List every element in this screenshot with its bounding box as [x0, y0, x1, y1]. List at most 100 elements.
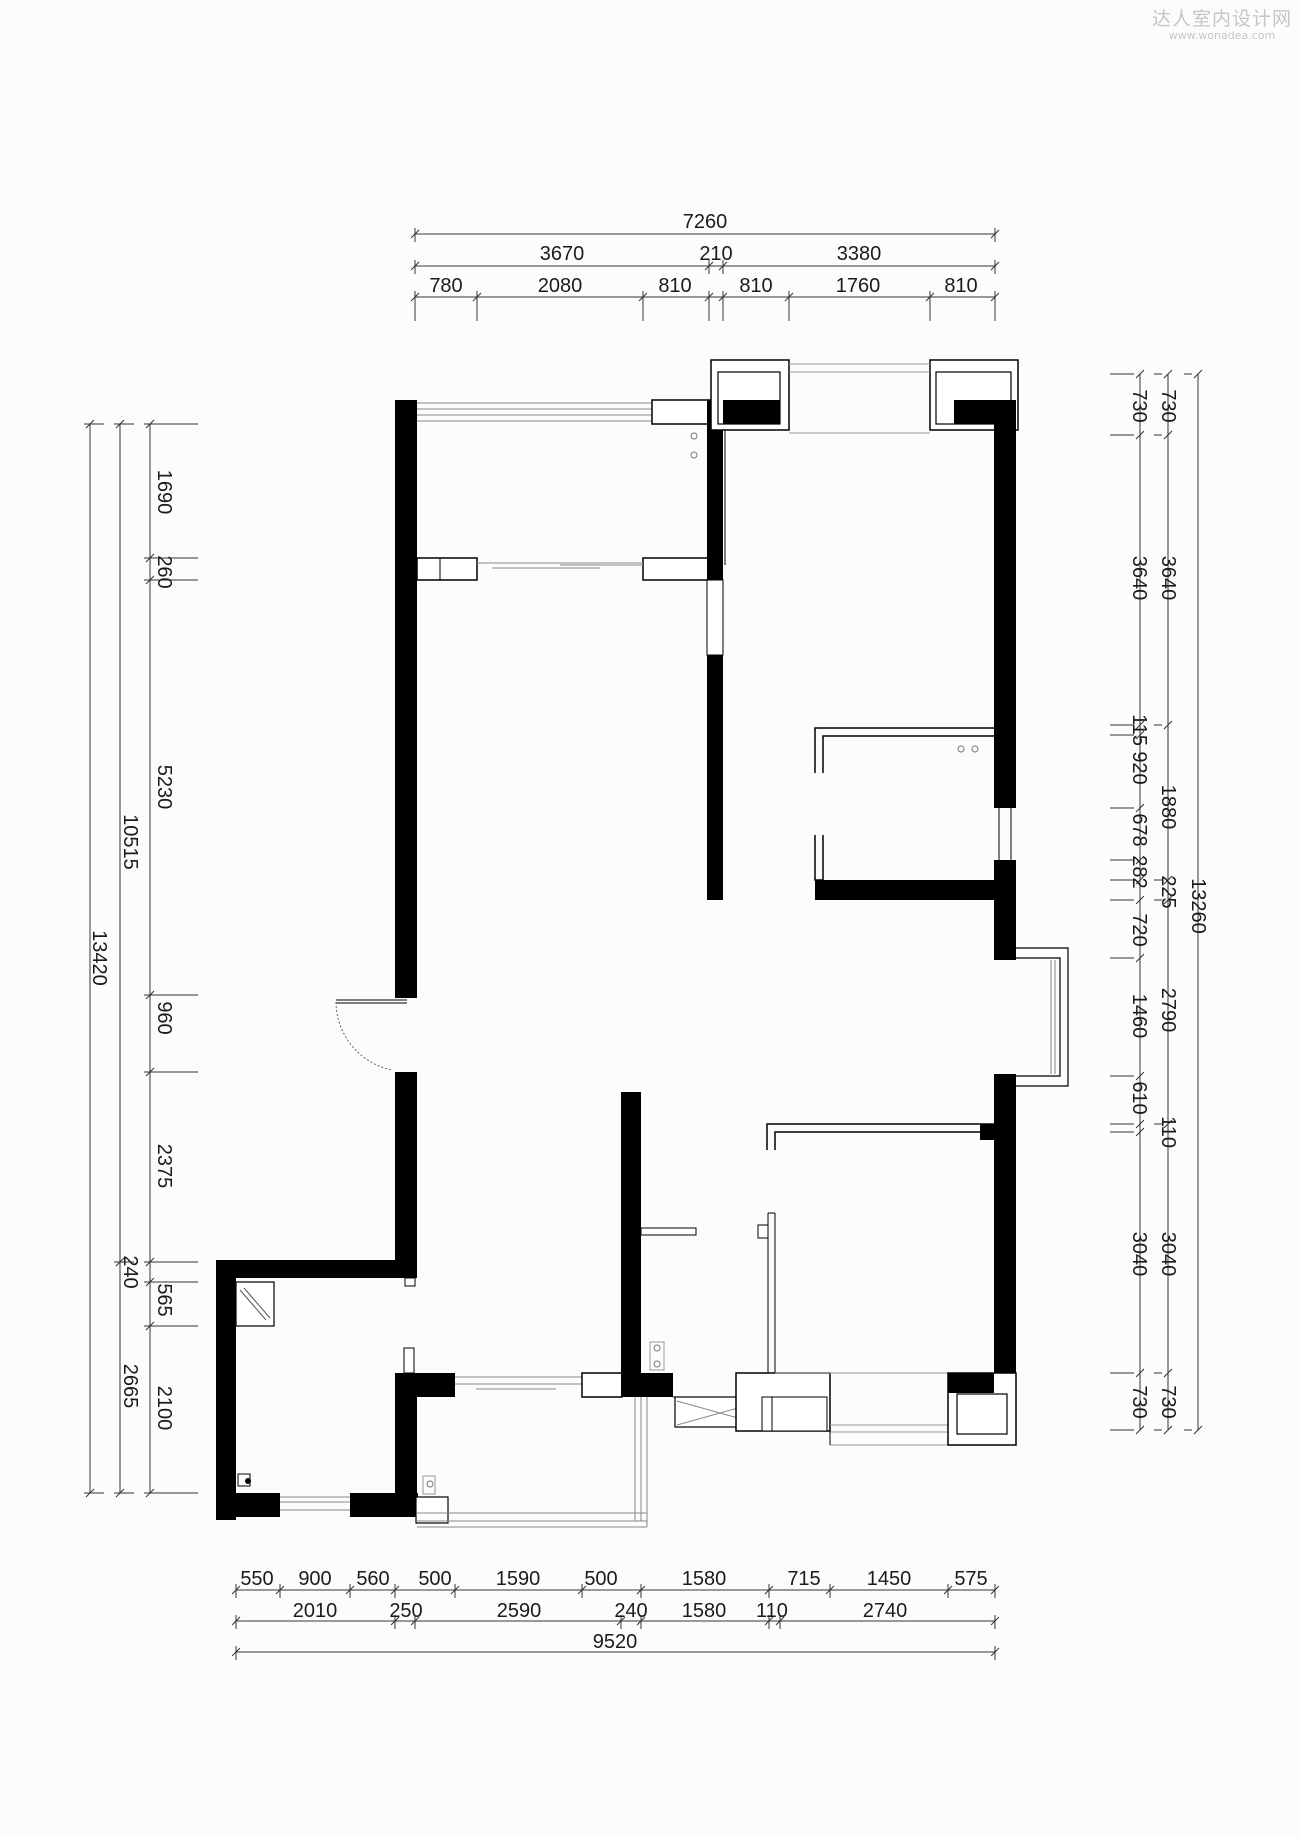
dimension-line: [925, 292, 935, 302]
dim-label: 5230: [153, 765, 175, 810]
dim-label: 500: [418, 1568, 451, 1590]
dimension-line: [390, 1585, 400, 1595]
dimension-line: [990, 229, 1000, 239]
sliding-door: [477, 562, 643, 569]
dimension-line: [145, 419, 155, 429]
dimension-line: [410, 1616, 420, 1626]
walls: [216, 359, 1069, 1528]
dim-label: 3670: [540, 243, 585, 265]
dimension-line: [990, 1585, 1000, 1595]
dimension-line: [1135, 1119, 1145, 1129]
dim-label: 9520: [593, 1631, 638, 1653]
dimension-line: [85, 419, 95, 429]
wall: [707, 655, 723, 900]
wall: [395, 1373, 417, 1517]
dimension-left-outer: 13420: [88, 930, 110, 986]
dimension-line: [1163, 1425, 1173, 1435]
dimension-line: [1163, 1119, 1173, 1129]
dim-label: 1880: [1157, 785, 1179, 830]
dimension-line: [577, 1585, 587, 1595]
dimension-line: [145, 1257, 155, 1267]
dimension-line: [1163, 430, 1173, 440]
dimension-line: [145, 1067, 155, 1077]
dimension-line: [1135, 430, 1145, 440]
dim-label: 730: [1128, 389, 1150, 422]
dim-label: 900: [298, 1568, 331, 1590]
dimension-line: [990, 1616, 1000, 1626]
dimension-line: [145, 990, 155, 1000]
wall-stub: [642, 557, 710, 581]
dimension-line: [145, 1488, 155, 1498]
wall: [707, 400, 723, 580]
dim-label: 282: [1128, 855, 1150, 888]
entry-door: [335, 999, 407, 1071]
dim-label: 115: [1128, 714, 1150, 746]
dim-label: 1580: [682, 1600, 727, 1622]
dim-label: 2375: [153, 1144, 175, 1189]
dimension-line: [410, 261, 420, 271]
closet: [814, 727, 994, 773]
dim-label: 1450: [867, 1568, 912, 1590]
dim-label: 3640: [1157, 556, 1179, 601]
dimension-left-middle: 10515 2665: [119, 814, 141, 1408]
dimension-line: [1135, 720, 1145, 730]
dimension-line: [1193, 1425, 1203, 1435]
dim-label: 110: [756, 1600, 788, 1622]
dim-label: 3040: [1128, 1232, 1150, 1277]
dimension-line: [1135, 953, 1145, 963]
wall: [417, 1373, 455, 1397]
dimension-line: [231, 1647, 241, 1657]
dimension-line: [990, 1647, 1000, 1657]
wall: [994, 400, 1016, 808]
dim-label: 110: [1157, 1116, 1179, 1148]
dimension-line: [1135, 730, 1145, 740]
dim-label: 1760: [836, 275, 881, 297]
dimension-line: [825, 1585, 835, 1595]
dimension-bottom-row2: 2010 250 2590 240 1580 110 2740: [293, 1600, 908, 1622]
wall: [994, 1074, 1016, 1394]
dim-label: 2010: [293, 1600, 338, 1622]
dim-label: 210: [699, 243, 732, 265]
dim-label: 13420: [88, 930, 110, 986]
dim-label: 3040: [1157, 1232, 1179, 1277]
dimension-line: [390, 1616, 400, 1626]
dim-label: 2080: [538, 275, 583, 297]
dimension-line: [1193, 369, 1203, 379]
dim-label: 1690: [153, 470, 175, 515]
dimension-line: [616, 1616, 626, 1626]
bay-window-east: [1016, 947, 1069, 1087]
dimension-line: [1163, 720, 1173, 730]
dimension-line: [145, 1277, 155, 1287]
dimension-line: [990, 261, 1000, 271]
watermark-url: www.wonadea.com: [1168, 29, 1276, 42]
dimension-top-row1: 7260: [683, 211, 728, 233]
dimension-line: [231, 1616, 241, 1626]
dimension-line: [410, 292, 420, 302]
dimension-line: [410, 229, 420, 239]
dimension-line: [231, 1585, 241, 1595]
dim-label: 2665: [119, 1364, 141, 1409]
dimension-line: [1135, 369, 1145, 379]
window-top: [789, 363, 930, 434]
dim-label: 1580: [682, 1568, 727, 1590]
washer: [235, 1281, 275, 1327]
dim-label: 240: [119, 1255, 141, 1288]
wall: [216, 1493, 280, 1517]
wall: [815, 880, 1000, 900]
dimension-line: [718, 261, 728, 271]
dimension-top-row3: 780 2080 810 810 1760 810: [429, 275, 977, 297]
watermark-title: 达人室内设计网: [1151, 8, 1292, 30]
dimension-line: [275, 1585, 285, 1595]
dimension-line: [784, 292, 794, 302]
watermark: 达人室内设计网 www.wonadea.com: [1152, 4, 1292, 42]
dimension-line: [1163, 875, 1173, 885]
dimension-line: [345, 1585, 355, 1595]
dim-label: 730: [1157, 1385, 1179, 1418]
dimension-right-middle: 730 3640 1880 225 2790 3040 730: [1157, 389, 1179, 1418]
dim-label: 7260: [683, 211, 728, 233]
dim-label: 575: [954, 1568, 987, 1590]
wall: [621, 1092, 641, 1397]
dimension-line: [85, 1488, 95, 1498]
dimension-line: [1135, 803, 1145, 813]
dimension-line: [636, 1585, 646, 1595]
